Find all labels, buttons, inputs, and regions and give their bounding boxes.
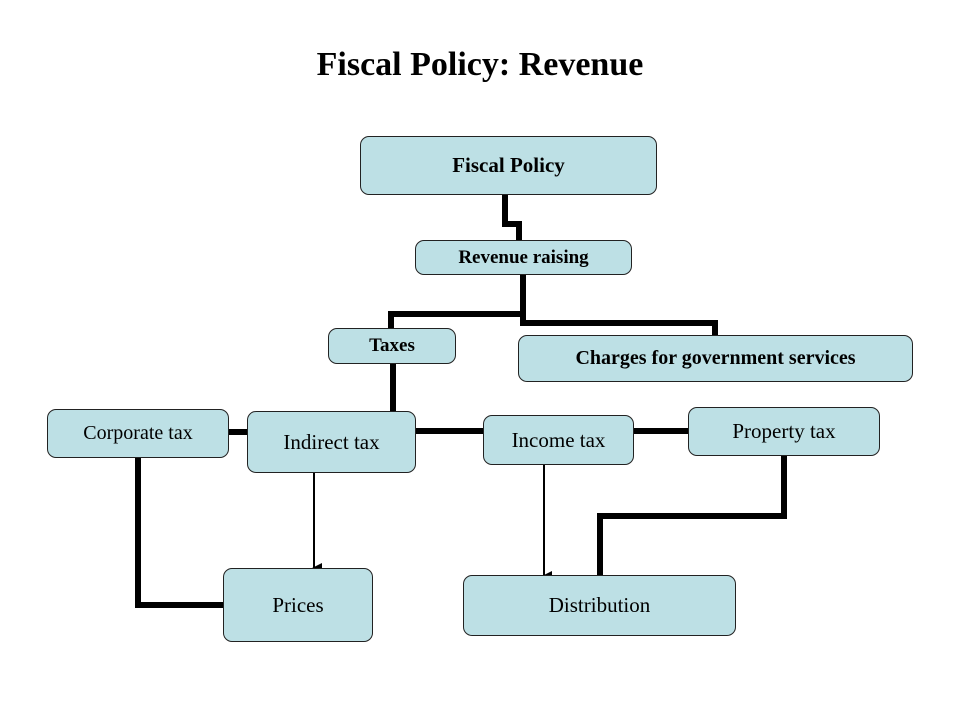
link-property-distribution — [597, 451, 787, 580]
node-charges-for-government-services: Charges for government services — [518, 335, 913, 382]
node-indirect-tax: Indirect tax — [247, 411, 416, 473]
node-distribution: Distribution — [463, 575, 736, 636]
node-fiscal-policy: Fiscal Policy — [360, 136, 657, 195]
node-taxes: Taxes — [328, 328, 456, 364]
node-income-tax: Income tax — [483, 415, 634, 465]
link-revenue-charges — [520, 311, 718, 339]
node-corporate-tax: Corporate tax — [47, 409, 229, 458]
node-revenue-raising: Revenue raising — [415, 240, 632, 275]
link-fiscal-revenue — [502, 191, 522, 244]
node-prices: Prices — [223, 568, 373, 642]
link-revenue-taxes — [388, 271, 526, 332]
link-corporate-prices — [135, 456, 227, 608]
node-property-tax: Property tax — [688, 407, 880, 456]
page-title: Fiscal Policy: Revenue — [316, 46, 644, 83]
